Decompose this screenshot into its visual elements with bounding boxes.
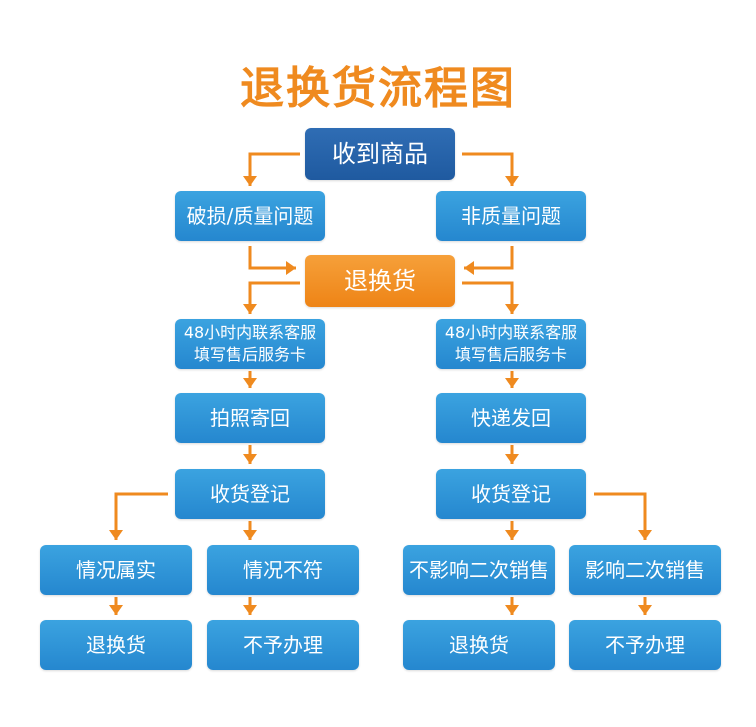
contact-right-line1: 48小时内联系客服 (444, 323, 578, 343)
connector-line-2 (462, 152, 514, 186)
node-result-reject-left: 不予办理 (207, 620, 359, 670)
connector-line-4 (464, 246, 514, 270)
arrow-head-7 (243, 378, 257, 388)
node-result-exchange-left: 退换货 (40, 620, 192, 670)
arrow-head-9 (243, 454, 257, 464)
connector-line-5 (248, 281, 300, 314)
arrow-head-4 (464, 261, 474, 275)
connector-line-14 (594, 492, 647, 540)
arrow-head-12 (243, 530, 257, 540)
connector-line-3 (248, 246, 296, 270)
node-return-exchange: 退换货 (305, 255, 455, 307)
node-photo-return: 拍照寄回 (175, 393, 325, 443)
node-no-affect: 不影响二次销售 (403, 545, 555, 595)
page-title: 退换货流程图 (240, 63, 516, 114)
contact-left-line1: 48小时内联系客服 (183, 323, 317, 343)
arrow-head-8 (505, 378, 519, 388)
arrow-head-2 (505, 176, 519, 186)
connector-line-1 (248, 152, 300, 186)
node-non-quality: 非质量问题 (436, 191, 586, 241)
arrow-head-1 (243, 176, 257, 186)
contact-left-line2: 填写售后服务卡 (193, 345, 306, 364)
node-result-exchange-right: 退换货 (403, 620, 555, 670)
node-damaged: 破损/质量问题 (175, 191, 325, 241)
node-true-case: 情况属实 (40, 545, 192, 595)
arrow-head-14 (638, 530, 652, 540)
node-register-right: 收货登记 (436, 469, 586, 519)
node-contact-right: 48小时内联系客服 填写售后服务卡 (436, 319, 586, 369)
arrow-head-17 (505, 605, 519, 615)
node-express-return: 快递发回 (436, 393, 586, 443)
connector-line-6 (462, 281, 514, 314)
arrow-head-15 (109, 605, 123, 615)
arrow-head-10 (505, 454, 519, 464)
arrow-head-16 (243, 605, 257, 615)
arrow-head-3 (286, 261, 296, 275)
contact-right-line2: 填写售后服务卡 (454, 345, 567, 364)
node-receive: 收到商品 (305, 128, 455, 180)
arrow-head-18 (638, 605, 652, 615)
node-contact-left: 48小时内联系客服 填写售后服务卡 (175, 319, 325, 369)
arrow-head-5 (243, 304, 257, 314)
node-register-left: 收货登记 (175, 469, 325, 519)
arrow-head-13 (505, 530, 519, 540)
connector-line-11 (114, 492, 168, 540)
node-result-reject-right: 不予办理 (569, 620, 721, 670)
arrow-head-6 (505, 304, 519, 314)
arrow-head-11 (109, 530, 123, 540)
node-affect: 影响二次销售 (569, 545, 721, 595)
node-not-match: 情况不符 (207, 545, 359, 595)
